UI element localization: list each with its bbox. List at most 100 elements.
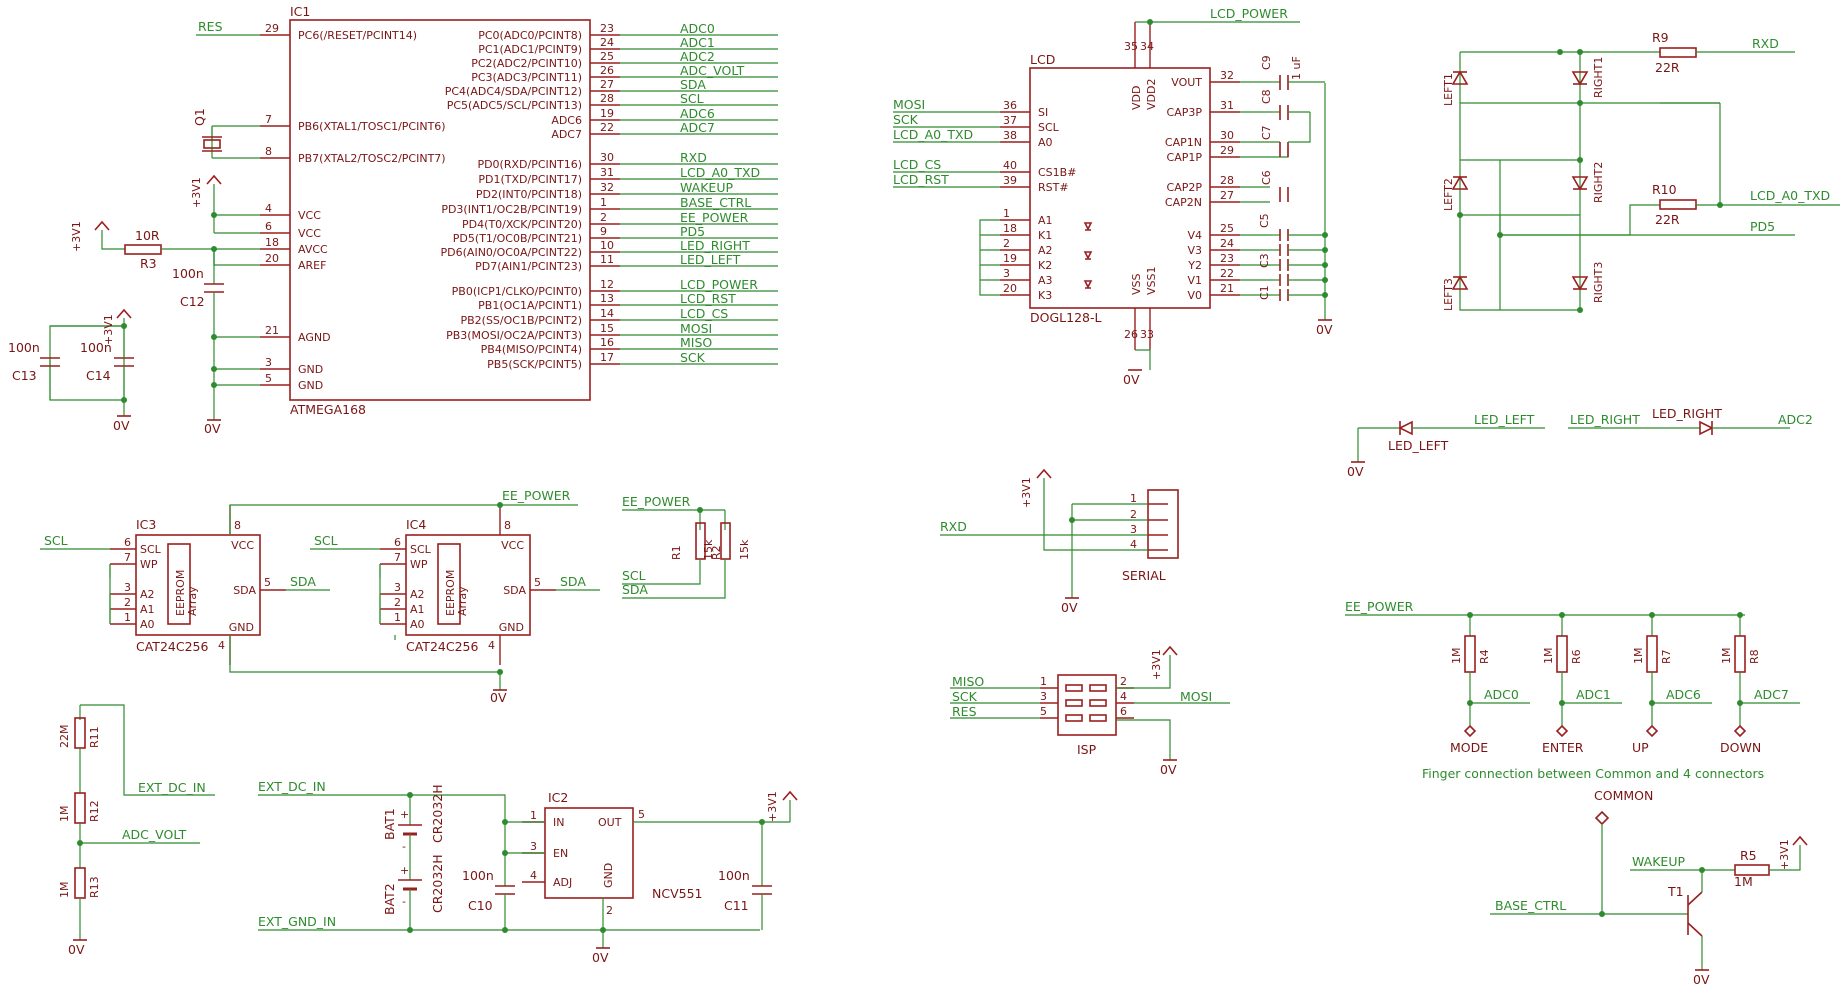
lcd-right-pin-name: CAP1P — [1167, 151, 1203, 164]
lcd-led-common — [979, 219, 1000, 296]
txd-net: LCD_A0_TXD — [1750, 188, 1830, 203]
c11-name: C11 — [724, 898, 749, 913]
eeprom-pin-name: SCL — [410, 543, 432, 556]
ic1-right-pin-num: 25 — [600, 50, 614, 63]
cap-wire — [1288, 112, 1311, 143]
lcd-left-pin-name: K3 — [1038, 289, 1052, 302]
lcd-net-label: LCD_CS — [893, 157, 941, 172]
lcd-caps-gnd: 0V — [1316, 322, 1333, 337]
lcd-value: DOGL128-L — [1030, 310, 1101, 325]
ic1-right-pin-name: ADC6 — [551, 114, 582, 127]
isp-pin-pad — [1065, 714, 1083, 722]
isp-name: ISP — [1077, 742, 1097, 757]
btn-r-value: 1M — [1450, 648, 1463, 665]
bat2-name: BAT2 — [382, 883, 397, 915]
c12-name: C12 — [180, 294, 205, 309]
lcd-led-glyph — [1083, 280, 1093, 289]
led-left-name: LED_LEFT — [1388, 438, 1449, 453]
eeprom-value: CAT24C256 — [136, 639, 208, 654]
eeprom-array-box — [437, 543, 461, 625]
lcd-left-pin-name: SI — [1038, 106, 1048, 119]
led-diode — [1451, 275, 1469, 290]
lcd-cap-value: 1 uF — [1290, 56, 1303, 80]
lcd-right-pin-name: Y2 — [1187, 259, 1202, 272]
eeprom-pin-name: A2 — [410, 588, 425, 601]
led-name: LEFT2 — [1442, 178, 1455, 211]
ic1-right-pin-name: PC3(ADC3/PCINT11) — [471, 71, 582, 84]
serial-pin-num: 2 — [1130, 508, 1137, 521]
cap-name: C9 — [1260, 55, 1273, 70]
cap-name: C7 — [1260, 125, 1273, 140]
bat1-name: BAT1 — [382, 808, 397, 840]
btn-r-value: 1M — [1542, 648, 1555, 665]
lcd-net-label: SCK — [893, 112, 919, 127]
lcd-right-pin-num: 25 — [1220, 222, 1234, 235]
lcd-net-label: LCD_A0_TXD — [893, 127, 973, 142]
eeprom-power-net: EE_POWER — [502, 488, 571, 503]
eeprom-sda-num: 5 — [534, 576, 541, 589]
lcd-dogl128: LCD DOGL128-L 36SIMOSI37SCLSCK38A0LCD_A0… — [893, 6, 1333, 387]
ic1-left-pin-num: 5 — [265, 372, 272, 385]
eeprom-body — [405, 534, 531, 636]
ic1-right-pin-name: PC2(ADC2/PCINT10) — [471, 57, 582, 70]
indicator-leds: 0V LED_LEFT LED_LEFT LED_RIGHT LED_RIGHT… — [1347, 406, 1813, 479]
lcd-right-pin-num: 23 — [1220, 252, 1234, 265]
ic1-net-label: ADC7 — [680, 120, 715, 135]
ic1-net-label: ADC0 — [680, 21, 715, 36]
cap-name: C3 — [1258, 253, 1271, 268]
isp-pin-pad — [1089, 714, 1107, 722]
ic1-right-pin-num: 28 — [600, 92, 614, 105]
isp-pin-pad — [1065, 684, 1083, 692]
lcd-left-pin-name: A0 — [1038, 136, 1053, 149]
ic1-net-label: LCD_A0_TXD — [680, 165, 760, 180]
ic1-right-pin-num: 11 — [600, 253, 614, 266]
eeprom-pin-name: SCL — [140, 543, 162, 556]
eeprom-gnd-num: 4 — [218, 639, 225, 652]
eeprom-pin-name: A2 — [140, 588, 155, 601]
btn-r-value: 1M — [1720, 648, 1733, 665]
serial-name: SERIAL — [1122, 568, 1166, 583]
reg-pin-name: EN — [553, 847, 568, 860]
btn-resistor — [1556, 635, 1568, 673]
lcd-right-pin-num: 31 — [1220, 99, 1234, 112]
r3-name: R3 — [140, 256, 157, 271]
lcd-right-pin-name: V0 — [1187, 289, 1202, 302]
eeprom-array-label2: Array — [456, 586, 469, 616]
eeprom-pin-num: 2 — [394, 596, 401, 609]
lcd-left-pin-name: RST# — [1038, 181, 1069, 194]
ic1-right-pin-num: 13 — [600, 292, 614, 305]
r10-value: 22R — [1655, 212, 1680, 227]
lcd-left-pin-num: 3 — [1003, 267, 1010, 280]
eeprom-pin-num: 7 — [394, 551, 401, 564]
div-gnd: 0V — [68, 942, 85, 957]
lcd-right-pin-num: 30 — [1220, 129, 1234, 142]
eeprom-array-label: EEPROM — [174, 570, 187, 616]
isp-gnd: 0V — [1160, 762, 1177, 777]
backlight-leds: R9 22R RXD R10 22R LCD_A0_TXD PD5 LEFT1L… — [1442, 30, 1840, 313]
lcd-right-pin-name: CAP2N — [1165, 196, 1202, 209]
r9-name: R9 — [1652, 30, 1669, 45]
ic1-left-pin-num: 8 — [265, 145, 272, 158]
led-diode — [1571, 276, 1589, 291]
i2c-pullups: EE_POWER R1 15k R2 15k SCL SDA — [622, 494, 751, 599]
ic1-right-pin-num: 27 — [600, 78, 614, 91]
ic1-right-pin-name: ADC7 — [551, 128, 582, 141]
lcd-name: LCD — [1030, 52, 1055, 67]
r11-name: R11 — [88, 726, 101, 748]
cap-name: C8 — [1260, 89, 1273, 104]
reg-pin-name: IN — [553, 816, 564, 829]
lcd-left-pin-num: 37 — [1003, 114, 1017, 127]
btn-resistor — [1646, 635, 1658, 673]
isp-net: MOSI — [1180, 689, 1212, 704]
r1-name: R1 — [670, 545, 683, 560]
serial-gnd: 0V — [1061, 600, 1078, 615]
lcd-right-pin-name: VOUT — [1171, 76, 1202, 89]
lcd-pin-34: 34 — [1140, 40, 1154, 53]
lcd-left-pin-name: SCL — [1038, 121, 1060, 134]
t1-name: T1 — [1667, 884, 1684, 899]
reg-pin-num: 4 — [530, 869, 537, 882]
lcd-left-pins: 36SIMOSI37SCLSCK38A0LCD_A0_TXD40CS1B#LCD… — [893, 97, 1093, 302]
eeprom-gnd: GND — [499, 621, 524, 634]
